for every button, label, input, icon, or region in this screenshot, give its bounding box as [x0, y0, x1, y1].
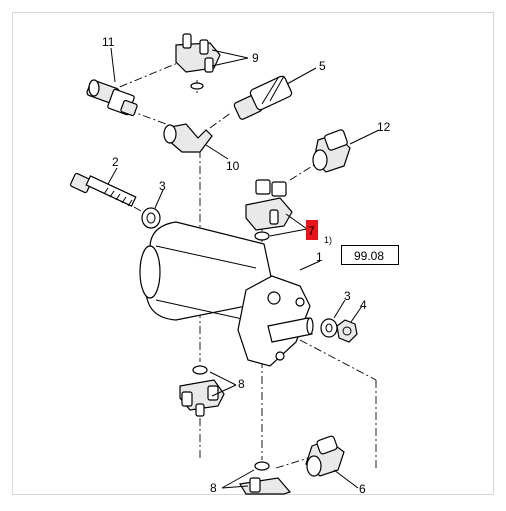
callout-2: 2: [112, 155, 119, 169]
flange-part-7: [245, 179, 293, 241]
callout-7: 7: [308, 224, 315, 238]
nut-part-4: [336, 319, 358, 343]
elbow-part-6: [305, 435, 345, 477]
washer-part-3-right: [320, 318, 338, 338]
hose-fitting-part-5: [233, 75, 293, 120]
flange-part-9: [175, 33, 221, 90]
callout-5: 5: [319, 59, 326, 73]
callout-12: 12: [377, 120, 391, 134]
callout-9: 9: [252, 51, 259, 65]
fitting-part-11: [86, 79, 138, 117]
flange-part-8-lower: [239, 461, 292, 495]
callout-11: 11: [102, 35, 115, 49]
bolt-part-2: [69, 172, 137, 207]
callout-1-footnote: 1): [324, 235, 332, 245]
callout-3-right: 3: [344, 289, 351, 303]
callout-8-lower: 8: [210, 481, 217, 495]
callout-8-upper: 8: [238, 377, 245, 391]
callout-1: 1: [316, 250, 323, 264]
callout-3-left: 3: [159, 179, 166, 193]
callout-6: 6: [359, 482, 366, 496]
leader-lines: [107, 47, 380, 489]
flange-part-8-upper: [179, 365, 225, 417]
elbow-part-12: [312, 129, 351, 173]
elbow-part-10: [163, 123, 213, 153]
reference-box-text: 99.08: [354, 249, 384, 263]
callout-7-highlight: [306, 220, 318, 240]
reference-box: [341, 245, 399, 265]
washer-part-3-left: [141, 207, 161, 229]
callout-4: 4: [360, 298, 367, 312]
pump-body-part-1: [139, 221, 314, 367]
callout-10: 10: [226, 159, 240, 173]
